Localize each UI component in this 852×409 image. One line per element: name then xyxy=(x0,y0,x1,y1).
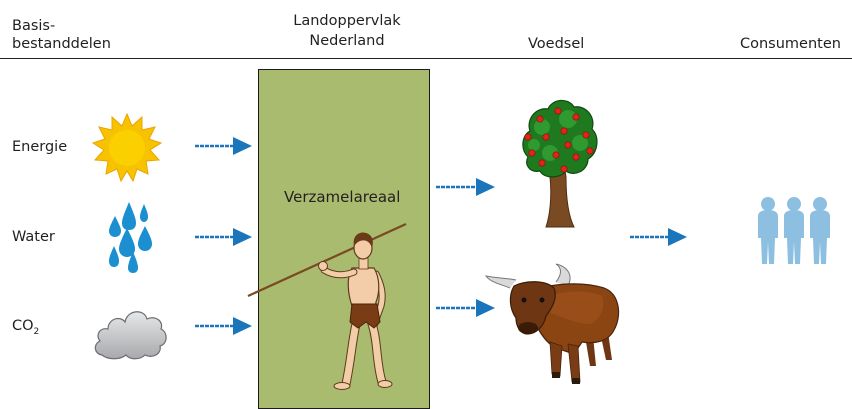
label-energie: Energie xyxy=(12,139,68,155)
arrow-water xyxy=(195,228,252,246)
header-divider xyxy=(0,58,852,59)
sun-icon xyxy=(91,112,163,183)
label-water: Water xyxy=(12,229,55,245)
cloud-icon xyxy=(94,311,167,360)
header-land-line1: Landoppervlak xyxy=(293,13,401,29)
arrow-to-bull xyxy=(436,299,495,317)
header-basis-line2: bestanddelen xyxy=(12,36,111,52)
person-icon xyxy=(784,197,804,264)
area-label: Verzamelareaal xyxy=(284,188,401,206)
person-icon xyxy=(758,197,778,264)
person-icon xyxy=(810,197,830,264)
arrow-to-consumers xyxy=(630,228,687,246)
header-voedsel: Voedsel xyxy=(528,36,585,52)
header-basis-line1: Basis- xyxy=(12,18,56,34)
label-co2-main: CO xyxy=(12,318,34,334)
header-land-line2: Nederland xyxy=(309,33,385,49)
bull-icon xyxy=(484,263,620,384)
consumers-icon xyxy=(758,197,830,264)
arrow-to-tree xyxy=(436,178,495,196)
label-co2: CO2 xyxy=(12,317,39,342)
label-co2-sub: 2 xyxy=(33,326,40,337)
raindrops-icon xyxy=(109,202,152,273)
hunter-gatherer-figure xyxy=(247,222,407,390)
gathering-area-box xyxy=(258,69,430,409)
apple-tree-icon xyxy=(522,99,598,228)
arrow-energie xyxy=(195,137,252,155)
arrow-co2 xyxy=(195,317,252,335)
header-consumenten: Consumenten xyxy=(740,36,841,52)
